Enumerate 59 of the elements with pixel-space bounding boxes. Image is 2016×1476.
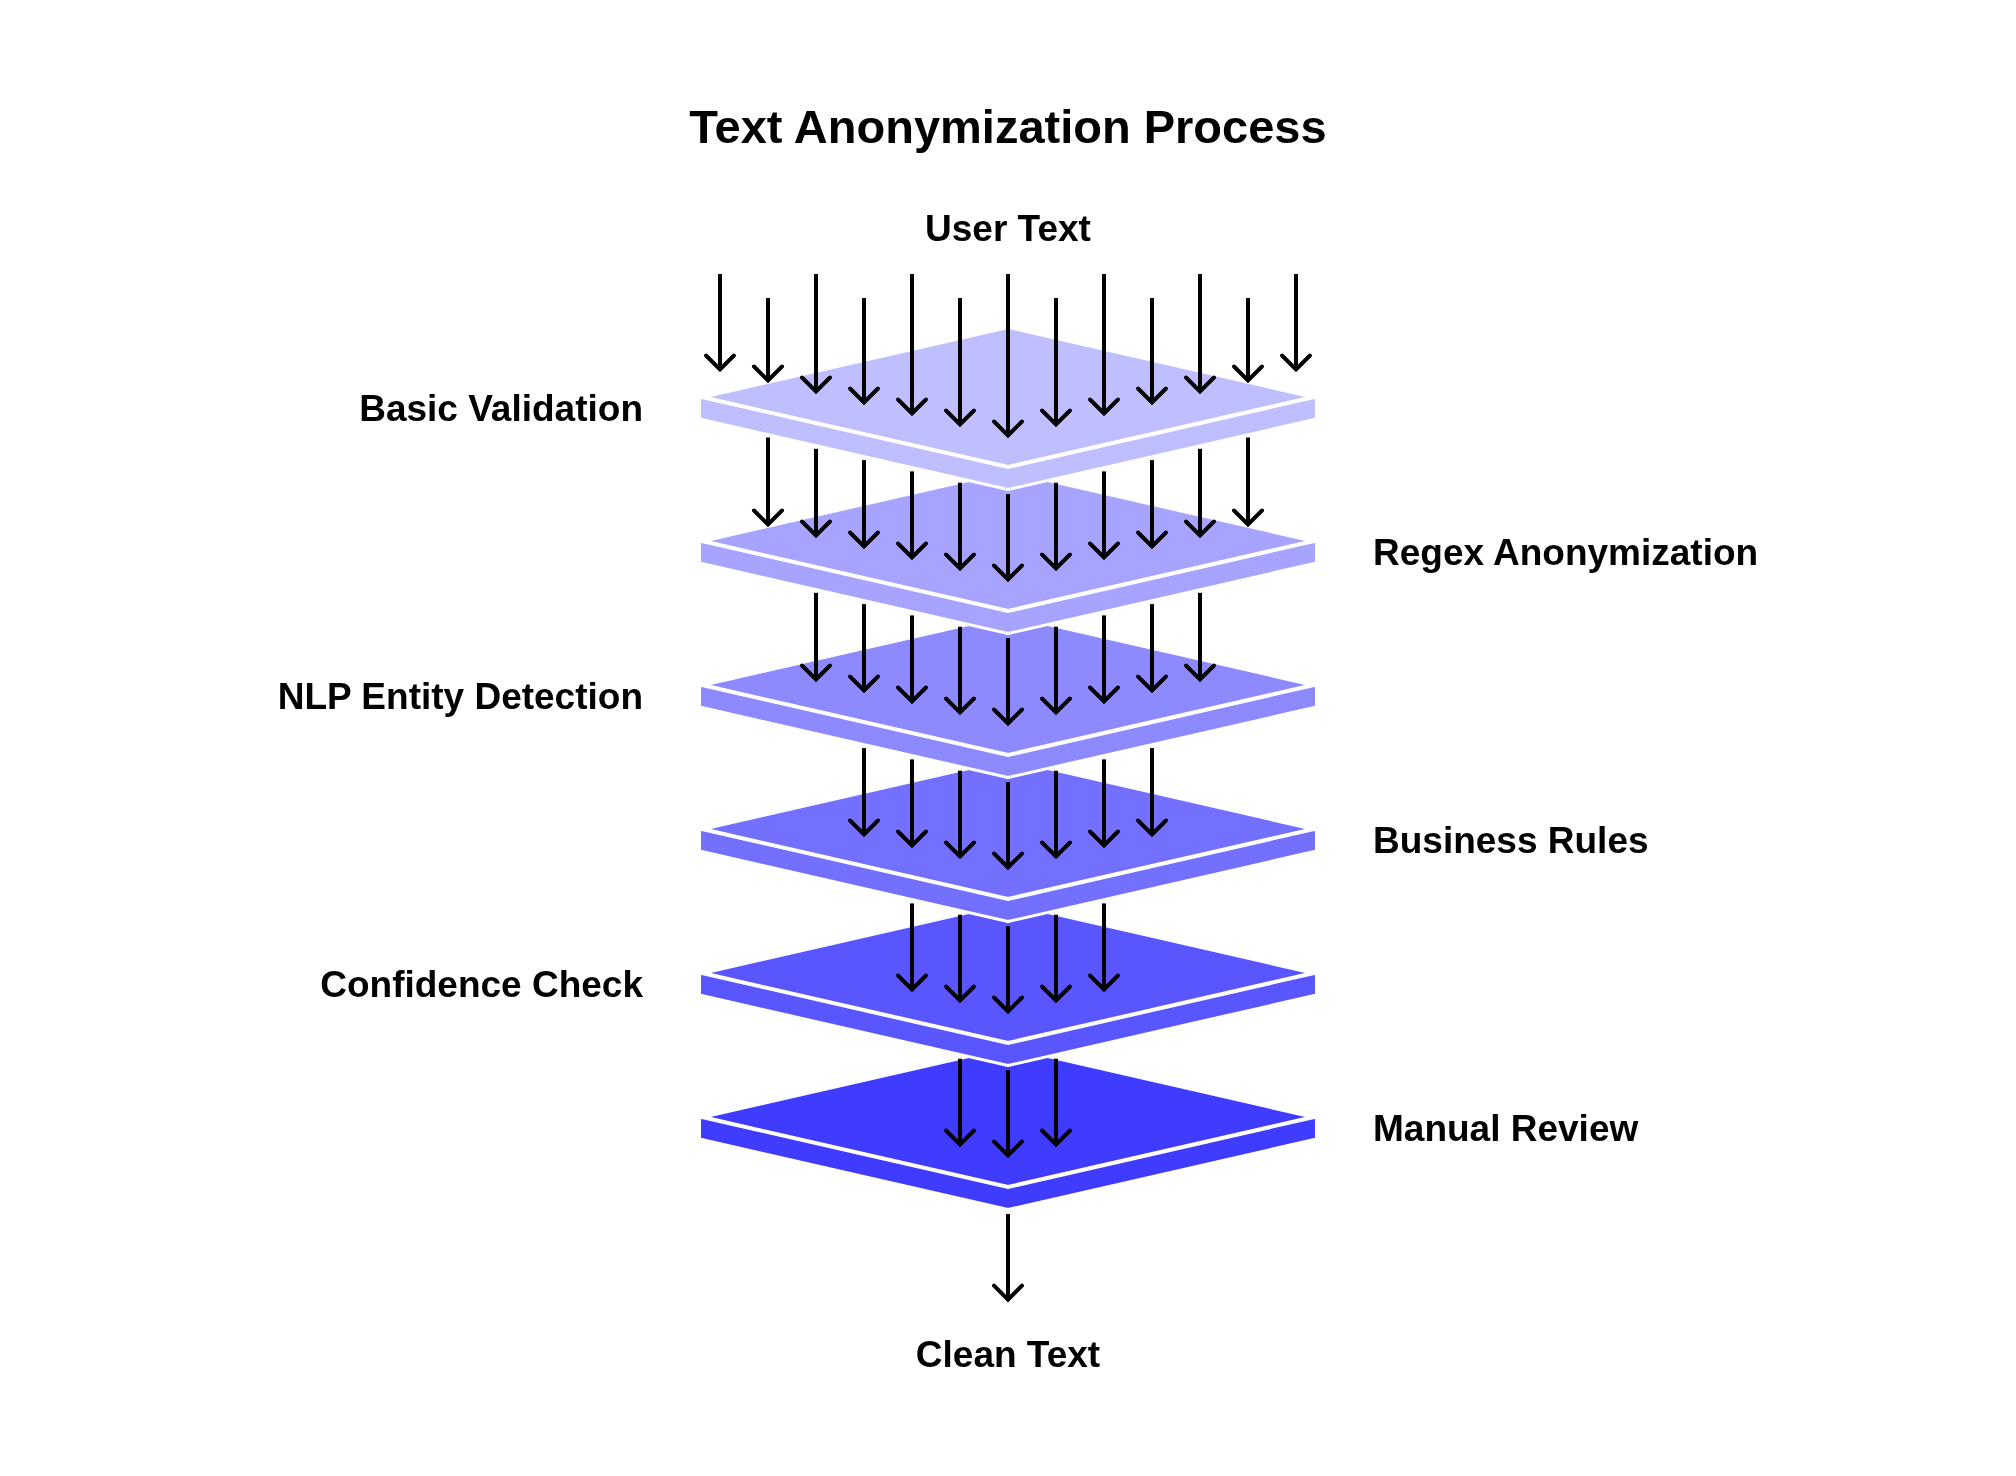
arrow	[1040, 914, 1072, 1003]
arrow	[944, 626, 976, 715]
arrow	[992, 782, 1024, 870]
output-label: Clean Text	[915, 1333, 1101, 1377]
layer-plate	[698, 326, 1318, 491]
arrow	[992, 1214, 1024, 1302]
layer-label: Manual Review	[1373, 1107, 1639, 1151]
layer-label: Regex Anonymization	[1373, 531, 1759, 575]
diagram-title: Text Anonymization Process	[689, 100, 1327, 154]
arrow	[1232, 298, 1264, 383]
arrow	[1184, 448, 1216, 538]
layer-label: Basic Validation	[359, 387, 643, 431]
arrow	[1040, 770, 1072, 859]
arrow	[1232, 437, 1264, 527]
arrow	[1040, 298, 1072, 427]
arrow	[1184, 274, 1216, 394]
arrow	[1184, 592, 1216, 682]
arrow	[848, 298, 880, 405]
arrow	[896, 274, 928, 416]
layer-label: Business Rules	[1373, 819, 1649, 863]
layer-label: NLP Entity Detection	[277, 675, 643, 719]
arrow	[1136, 460, 1168, 549]
arrow	[1136, 298, 1168, 405]
arrow	[896, 615, 928, 704]
layer-label: Confidence Check	[320, 963, 643, 1007]
arrow	[992, 494, 1024, 582]
arrow	[1040, 1058, 1072, 1147]
arrow	[896, 471, 928, 560]
arrow	[896, 903, 928, 992]
arrow	[1136, 748, 1168, 837]
arrow	[896, 759, 928, 848]
arrow	[992, 274, 1024, 438]
arrow	[1040, 482, 1072, 571]
arrow	[992, 638, 1024, 726]
arrow	[848, 604, 880, 693]
arrow	[1088, 274, 1120, 416]
arrow	[944, 770, 976, 859]
arrow	[1136, 604, 1168, 693]
arrow	[848, 748, 880, 837]
arrow	[1088, 903, 1120, 992]
arrow	[944, 298, 976, 427]
arrow	[848, 460, 880, 549]
arrow	[800, 274, 832, 394]
arrow	[1280, 274, 1312, 372]
arrow	[1040, 626, 1072, 715]
arrow	[1088, 615, 1120, 704]
arrow	[1088, 759, 1120, 848]
arrow	[944, 914, 976, 1003]
arrow	[752, 298, 784, 383]
input-label: User Text	[925, 207, 1091, 251]
arrow	[800, 592, 832, 682]
arrow	[992, 926, 1024, 1014]
arrow	[944, 1058, 976, 1147]
arrow	[752, 437, 784, 527]
arrow	[704, 274, 736, 372]
arrow	[944, 482, 976, 571]
arrow	[800, 448, 832, 538]
arrow	[1088, 471, 1120, 560]
arrow	[992, 1070, 1024, 1158]
